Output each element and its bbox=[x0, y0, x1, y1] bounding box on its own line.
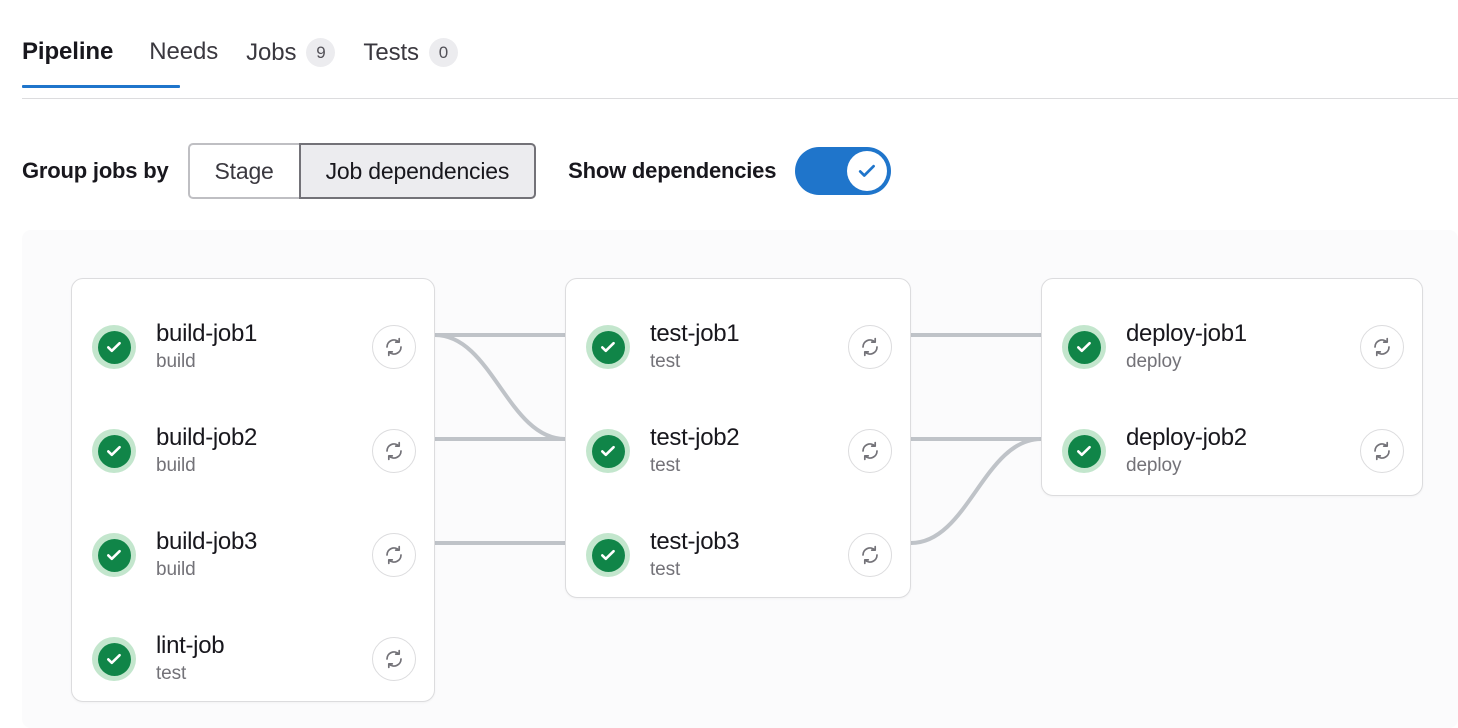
job-stage: test bbox=[650, 455, 681, 477]
job-item-build-job1[interactable]: build-job1 build bbox=[72, 314, 434, 380]
job-name: build-job3 bbox=[156, 527, 258, 555]
group-by-stage-button[interactable]: Stage bbox=[187, 143, 299, 199]
job-name: build-job1 bbox=[156, 319, 258, 347]
pipeline-controls: Group jobs by Stage Job dependencies Sho… bbox=[22, 143, 892, 199]
retry-icon[interactable] bbox=[848, 325, 892, 369]
job-stage: test bbox=[650, 351, 681, 373]
tab-list: Pipeline Needs Jobs 9 Tests 0 bbox=[22, 24, 472, 89]
toggle-knob bbox=[847, 151, 888, 191]
job-name: build-job2 bbox=[156, 423, 258, 451]
retry-icon[interactable] bbox=[372, 533, 416, 577]
job-stage: test bbox=[650, 559, 681, 581]
job-stage: build bbox=[156, 455, 196, 477]
tab-tests-label: Tests bbox=[363, 38, 419, 66]
job-name: test-job1 bbox=[650, 319, 740, 347]
job-item-test-job2[interactable]: test-job2 test bbox=[566, 418, 910, 484]
retry-icon[interactable] bbox=[848, 533, 892, 577]
tab-tests[interactable]: Tests 0 bbox=[349, 24, 472, 89]
tab-jobs[interactable]: Jobs 9 bbox=[232, 24, 349, 89]
job-stage: deploy bbox=[1126, 455, 1182, 477]
active-tab-indicator bbox=[22, 85, 180, 88]
pipeline-tabbar: Pipeline Needs Jobs 9 Tests 0 bbox=[22, 24, 1458, 100]
retry-icon[interactable] bbox=[848, 429, 892, 473]
pipeline-graph-panel: build-job1 build bbox=[22, 230, 1458, 728]
retry-icon[interactable] bbox=[1360, 325, 1404, 369]
tab-jobs-badge: 9 bbox=[306, 38, 336, 67]
show-dependencies-toggle[interactable] bbox=[795, 147, 892, 195]
edge-build-job1-test-job2 bbox=[434, 333, 566, 441]
show-dependencies-label: Show dependencies bbox=[568, 158, 777, 183]
retry-icon[interactable] bbox=[372, 637, 416, 681]
tab-jobs-label: Jobs bbox=[246, 38, 297, 66]
tab-pipeline-label: Pipeline bbox=[22, 38, 114, 65]
job-name: deploy-job2 bbox=[1126, 423, 1247, 451]
job-group-deploy: deploy-job1 deploy bbox=[1041, 278, 1423, 496]
check-circle-icon bbox=[92, 637, 136, 681]
group-by-job-dependencies-button[interactable]: Job dependencies bbox=[298, 143, 537, 199]
group-jobs-by-segmented-control: Stage Job dependencies bbox=[187, 143, 537, 199]
retry-icon[interactable] bbox=[372, 325, 416, 369]
tab-pipeline[interactable]: Pipeline bbox=[22, 24, 180, 88]
job-item-test-job1[interactable]: test-job1 test bbox=[566, 314, 910, 380]
job-stage: test bbox=[156, 663, 187, 685]
job-group-test: test-job1 test bbox=[565, 278, 911, 598]
check-circle-icon bbox=[92, 533, 136, 577]
tab-tests-badge: 0 bbox=[428, 38, 458, 67]
tab-needs[interactable]: Needs bbox=[135, 24, 232, 88]
retry-icon[interactable] bbox=[1360, 429, 1404, 473]
job-stage: build bbox=[156, 351, 196, 373]
job-stage: build bbox=[156, 559, 196, 581]
job-name: test-job3 bbox=[650, 527, 740, 555]
group-jobs-by-label: Group jobs by bbox=[22, 158, 169, 183]
job-name: deploy-job1 bbox=[1126, 319, 1247, 347]
check-circle-icon bbox=[92, 429, 136, 473]
check-circle-icon bbox=[586, 325, 630, 369]
job-item-build-job2[interactable]: build-job2 build bbox=[72, 418, 434, 484]
retry-icon[interactable] bbox=[372, 429, 416, 473]
job-item-test-job3[interactable]: test-job3 test bbox=[566, 522, 910, 588]
check-circle-icon bbox=[586, 429, 630, 473]
check-icon bbox=[855, 159, 879, 183]
check-circle-icon bbox=[586, 533, 630, 577]
job-item-build-job3[interactable]: build-job3 build bbox=[72, 522, 434, 588]
tab-needs-label: Needs bbox=[149, 38, 219, 65]
job-group-build: build-job1 build bbox=[71, 278, 435, 702]
check-circle-icon bbox=[1062, 325, 1106, 369]
job-stage: deploy bbox=[1126, 351, 1182, 373]
check-circle-icon bbox=[1062, 429, 1106, 473]
job-item-deploy-job2[interactable]: deploy-job2 deploy bbox=[1042, 418, 1422, 484]
check-circle-icon bbox=[92, 325, 136, 369]
job-item-deploy-job1[interactable]: deploy-job1 deploy bbox=[1042, 314, 1422, 380]
job-name: test-job2 bbox=[650, 423, 740, 451]
job-name: lint-job bbox=[156, 631, 225, 659]
job-item-lint-job[interactable]: lint-job test bbox=[72, 626, 434, 692]
tabbar-divider bbox=[22, 98, 1458, 99]
edge-test-job3-deploy-job2 bbox=[910, 437, 1042, 545]
